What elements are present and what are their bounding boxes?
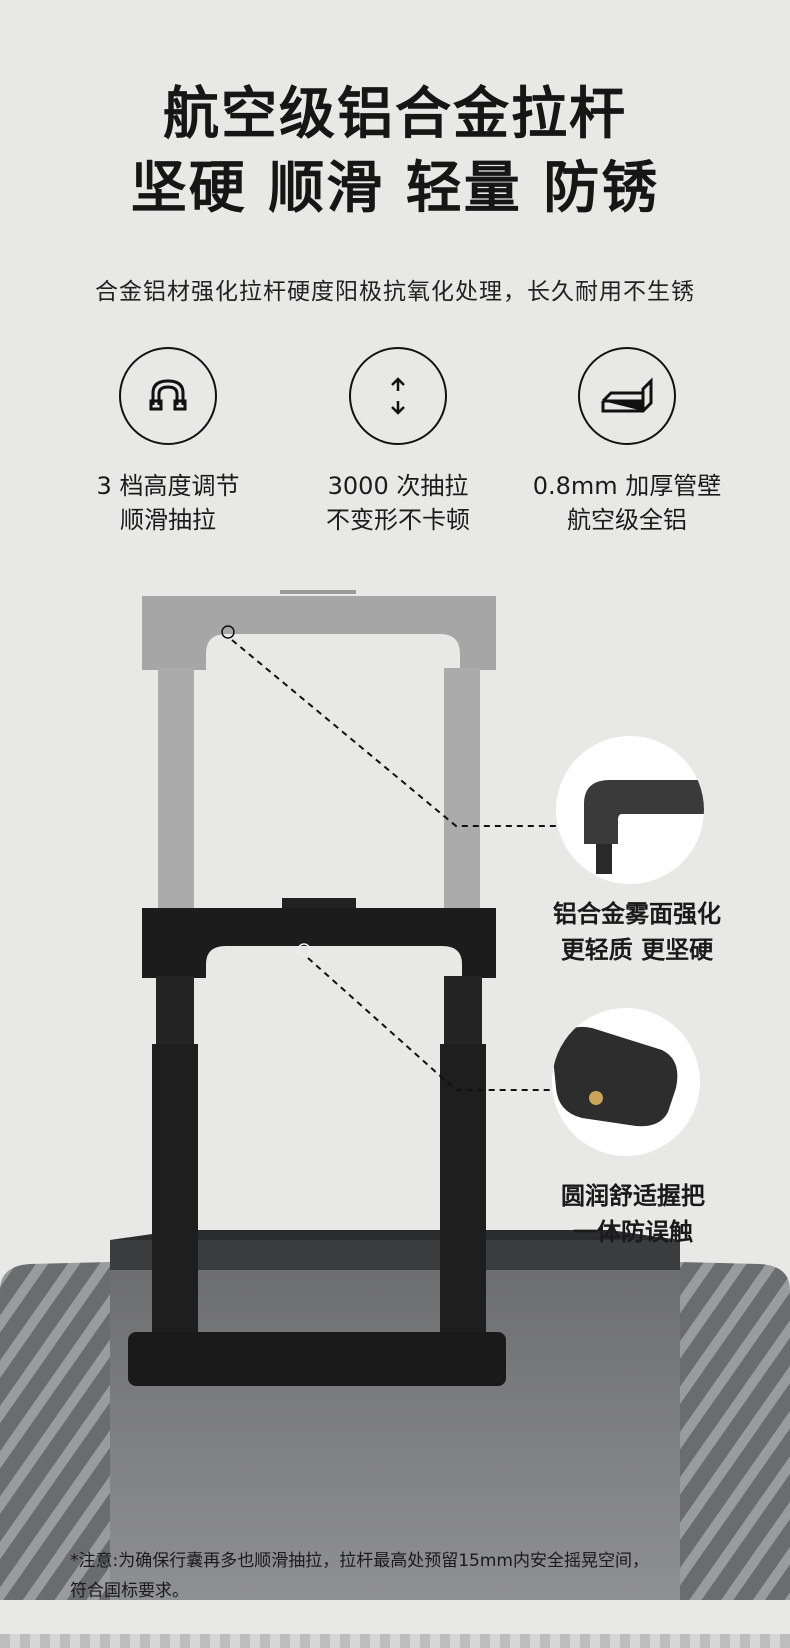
callout-line-1: 铝合金雾面强化	[553, 900, 721, 928]
headline-line-1: 航空级铝合金拉杆	[163, 82, 627, 147]
callout-line-1: 圆润舒适握把	[561, 1182, 705, 1210]
feature-line-1: 3000 次抽拉	[327, 472, 469, 500]
callout-line-2: 一体防误触	[573, 1218, 693, 1246]
tube-wall-icon	[601, 377, 653, 413]
headline-line-2: 坚硬 顺滑 轻量 防锈	[130, 156, 660, 221]
up-down-arrows-icon	[391, 377, 405, 415]
product-illustration: 铝合金雾面强化 更轻质 更坚硬 圆润舒适握把 一体防误触	[0, 584, 790, 1600]
zoom-frosted-handle	[556, 736, 704, 884]
feature-line-2: 不变形不卡顿	[326, 506, 470, 534]
bottom-texture-strip	[0, 1634, 790, 1648]
headline: 航空级铝合金拉杆 坚硬 顺滑 轻量 防锈	[0, 78, 790, 226]
pointer-line-1	[231, 639, 594, 827]
feature-durability: 3000 次抽拉 不变形不卡顿	[283, 347, 513, 537]
feature-row: 3 档高度调节 顺滑抽拉 3000 次抽拉 不变形不卡顿 0.8mm 加厚管壁 …	[0, 347, 790, 547]
feature-icon-circle	[119, 347, 217, 445]
footnote-line-1: *注意:为确保行囊再多也顺滑抽拉，拉杆最高处预留15mm内安全摇晃空间，	[70, 1551, 649, 1571]
collapsed-handle	[128, 898, 506, 1386]
callout-line-2: 更轻质 更坚硬	[560, 936, 714, 964]
extended-handle	[142, 584, 496, 918]
feature-line-1: 0.8mm 加厚管壁	[532, 472, 722, 500]
feature-icon-circle	[578, 347, 676, 445]
feature-tube-wall: 0.8mm 加厚管壁 航空级全铝	[512, 347, 742, 537]
feature-line-2: 顺滑抽拉	[120, 506, 216, 534]
callout-grip: 圆润舒适握把 一体防误触	[518, 1178, 748, 1250]
footnote-line-2: 符合国标要求。	[70, 1581, 189, 1601]
footnote: *注意:为确保行囊再多也顺滑抽拉，拉杆最高处预留15mm内安全摇晃空间， 符合国…	[70, 1546, 730, 1606]
callout-frosted: 铝合金雾面强化 更轻质 更坚硬	[522, 896, 752, 968]
subtitle: 合金铝材强化拉杆硬度阳极抗氧化处理，长久耐用不生锈	[95, 279, 695, 305]
pointer-line-2	[307, 957, 594, 1091]
handle-icon	[149, 379, 187, 411]
feature-icon-circle	[349, 347, 447, 445]
suitcase-body	[0, 1230, 790, 1600]
handle-corner-icon	[584, 780, 704, 874]
feature-line-2: 航空级全铝	[567, 506, 687, 534]
zoom-rounded-grip	[552, 1008, 700, 1156]
feature-line-1: 3 档高度调节	[96, 472, 240, 500]
feature-height-adjust: 3 档高度调节 顺滑抽拉	[53, 347, 283, 537]
grip-corner-icon	[552, 1026, 678, 1127]
